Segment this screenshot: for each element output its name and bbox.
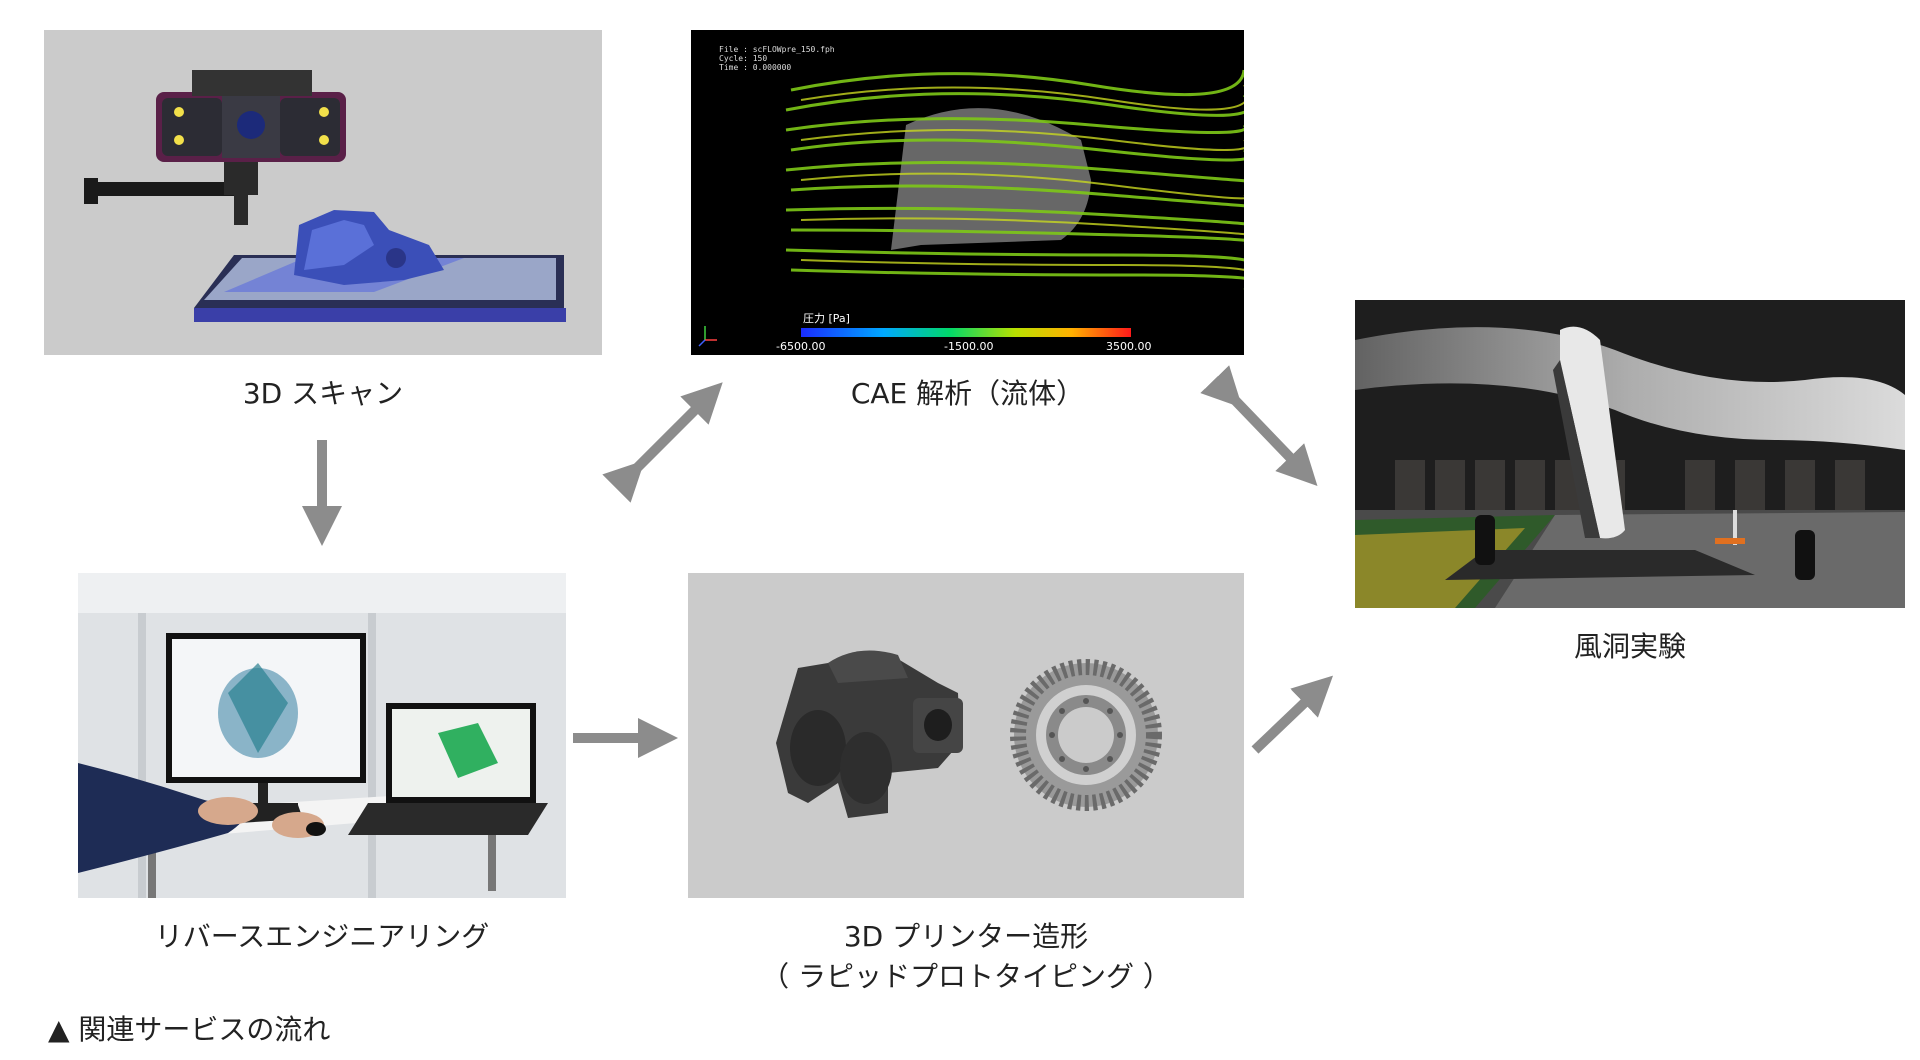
reverse-engineering-illustration	[78, 573, 566, 898]
axis-triad-icon	[698, 326, 717, 347]
cae-legend-title: 圧力 [Pa]	[803, 312, 850, 325]
printer-illustration	[776, 650, 1162, 818]
cae-legend-max: 3500.00	[1106, 340, 1152, 353]
cae-legend-min: -6500.00	[776, 340, 825, 353]
reverse-engineering-label: リバースエンジニアリング	[154, 920, 490, 953]
reverse-engineering-image	[78, 573, 566, 898]
cae-time-text: Time : 0.000000	[719, 63, 791, 72]
wind-tunnel-label: 風洞実験	[1573, 630, 1686, 663]
wind-tunnel-image	[1355, 300, 1905, 608]
cae-flow-visualization: File : scFLOWpre_150.fph Cycle: 150 Time…	[698, 45, 1244, 353]
arrow-printer-to-wind	[1251, 675, 1334, 754]
scan-illustration	[84, 70, 566, 322]
printer-label-line2: （ ラピッドプロトタイピング ）	[761, 960, 1171, 993]
scan-label: 3D スキャン	[242, 377, 404, 410]
cae-label: CAE 解析（流体）	[850, 377, 1085, 410]
footnote: ▲ 関連サービスの流れ	[48, 1013, 331, 1046]
printer-image	[688, 573, 1244, 898]
printer-label-line1: 3D プリンター造形	[843, 920, 1089, 953]
printed-manifold	[776, 650, 963, 818]
cae-file-text: File : scFLOWpre_150.fph	[719, 45, 835, 54]
cae-image: File : scFLOWpre_150.fph Cycle: 150 Time…	[691, 30, 1244, 355]
scan-image	[44, 30, 602, 355]
wind-tunnel-illustration	[1355, 300, 1905, 608]
cae-legend-mid: -1500.00	[944, 340, 993, 353]
printed-turbine	[1010, 659, 1162, 811]
cae-color-bar	[801, 328, 1131, 337]
cae-cycle-text: Cycle: 150	[719, 54, 767, 63]
